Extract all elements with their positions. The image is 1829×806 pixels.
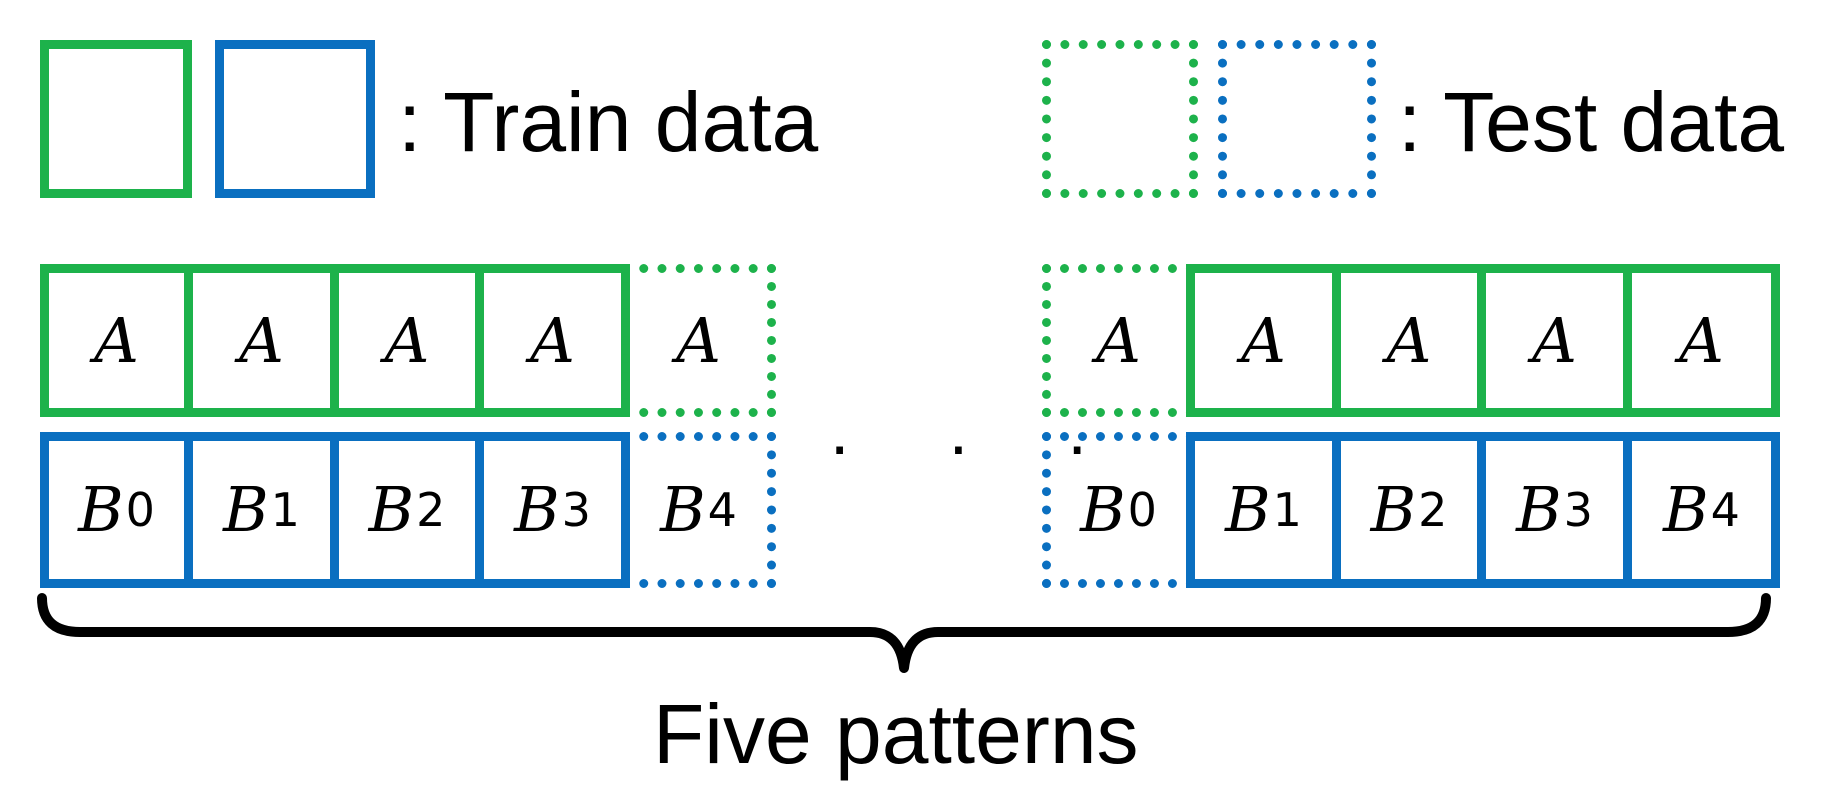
cell-label-main: B [368, 473, 415, 546]
cell-label-subscript: 4 [707, 483, 737, 537]
legend-test-label: : Test data [1398, 75, 1785, 169]
cell-label-main: A [1241, 303, 1286, 377]
cell-label-main: A [94, 303, 139, 377]
test-cell-a [621, 264, 776, 417]
legend-train-box-b [215, 40, 375, 198]
cell-label-main: A [1532, 303, 1577, 377]
cell-label-subscript: 1 [1272, 483, 1302, 537]
cell-label: A [184, 264, 339, 417]
cell-label-main: B [1370, 473, 1417, 546]
cell-label: A [621, 264, 776, 417]
cell-label-main: B [1516, 473, 1562, 546]
cell-label-main: A [676, 303, 721, 377]
cell-label-main: B [1080, 473, 1126, 546]
cell-label-subscript: 2 [416, 483, 446, 537]
cell-label-subscript: 2 [1418, 483, 1448, 537]
cell-label-subscript: 0 [125, 483, 155, 537]
train-cell-b [1623, 432, 1780, 588]
cell-label-main: B [660, 473, 706, 546]
cell-label-main: A [239, 303, 284, 377]
cell-label: A [1186, 264, 1341, 417]
ellipsis: · · · [828, 406, 1127, 484]
cell-label-subscript: 3 [561, 483, 591, 537]
legend-test-box-b [1218, 40, 1376, 198]
cell-label: A [330, 264, 484, 417]
cell-label-subscript: 3 [1563, 483, 1593, 537]
cell-label-subscript: 1 [270, 483, 300, 537]
cell-label-main: B [78, 473, 124, 546]
train-cell-a [1623, 264, 1780, 417]
cell-label-main: A [1679, 303, 1724, 377]
caption: Five patterns [653, 687, 1139, 781]
cell-label: A [1332, 264, 1486, 417]
cell-label-main: B [1663, 473, 1709, 546]
cell-label-main: B [223, 473, 269, 546]
cell-label-main: A [384, 303, 430, 377]
cell-label-main: B [1225, 473, 1271, 546]
cell-label: A [1042, 264, 1195, 417]
cell-label: A [40, 264, 193, 417]
cell-label-main: A [530, 303, 575, 377]
cell-label-main: A [1386, 303, 1432, 377]
cell-label: A [475, 264, 630, 417]
cell-label-subscript: 0 [1127, 483, 1157, 537]
legend-train-box-a [40, 40, 192, 198]
brace-path [37, 593, 1771, 673]
legend-test-box-a [1042, 40, 1198, 198]
cell-label: A [1477, 264, 1632, 417]
cell-label-subscript: 4 [1710, 483, 1740, 537]
test-cell-b [621, 432, 776, 588]
legend-train-label: : Train data [398, 75, 819, 169]
cell-label-main: B [514, 473, 560, 546]
cell-label-main: A [1096, 303, 1141, 377]
cell-label: A [1623, 264, 1780, 417]
